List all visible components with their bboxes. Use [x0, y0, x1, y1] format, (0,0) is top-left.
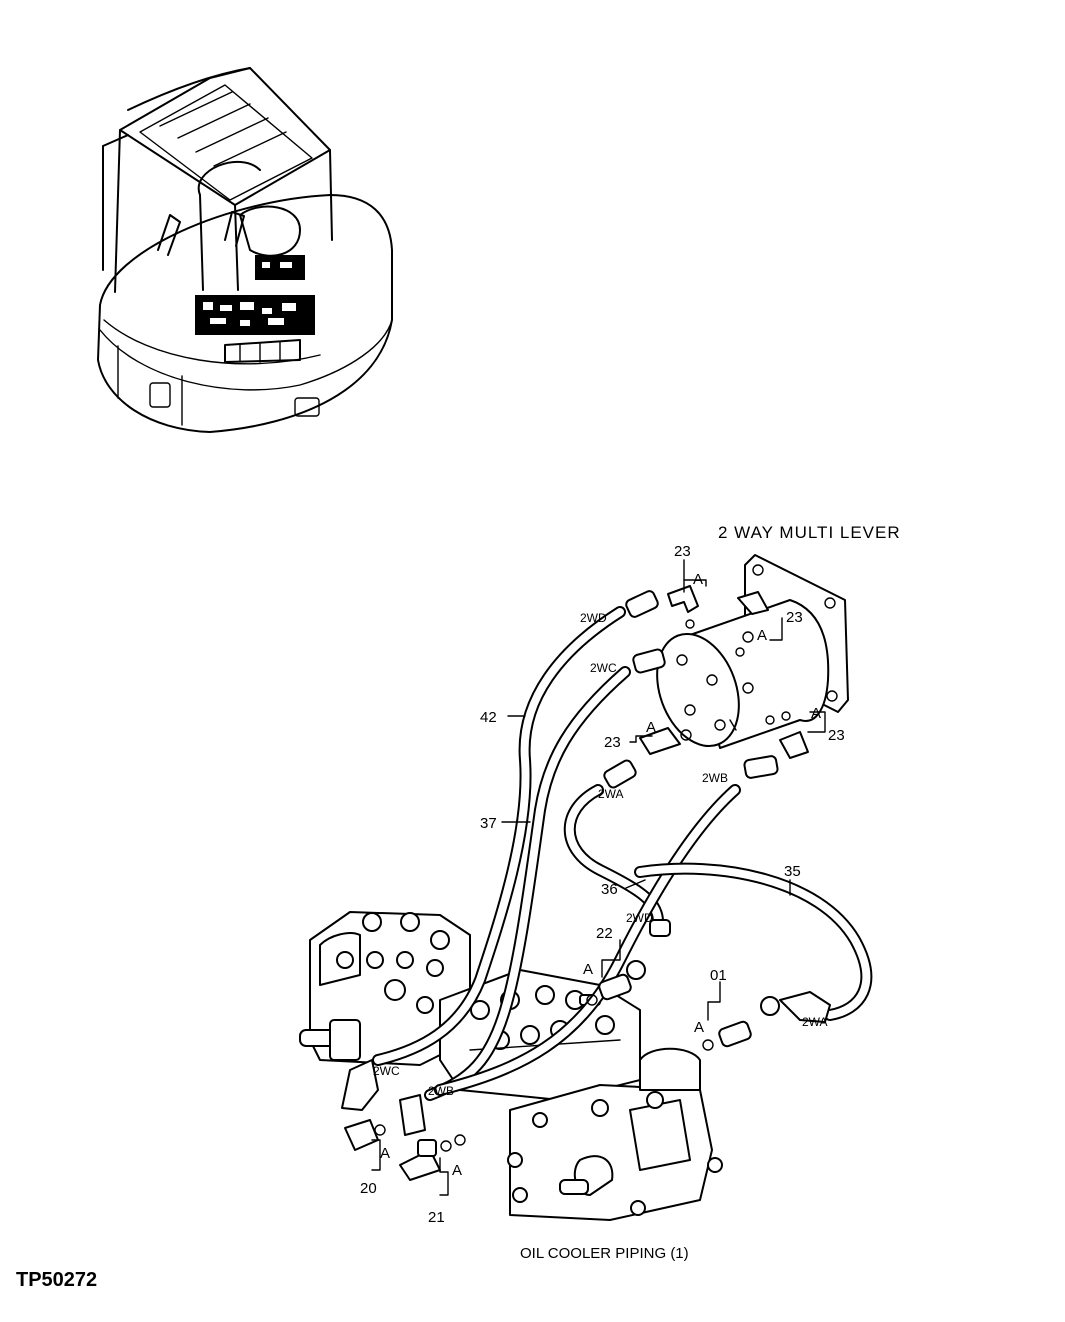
fittings — [341, 585, 831, 1181]
marker-a: A — [452, 1162, 462, 1179]
marker-a: A — [757, 627, 767, 644]
callout-23: 23 — [604, 734, 621, 751]
marker-a: A — [693, 571, 703, 588]
marker-a: A — [583, 961, 593, 978]
diagram-labels: 2 WAY MULTI LEVER 23 23 23 23 22 01 20 2… — [16, 523, 901, 1291]
port-label: 2WC — [590, 661, 617, 675]
callout-42: 42 — [480, 709, 497, 726]
valve-cluster-highlight — [195, 255, 315, 363]
callout-37: 37 — [480, 815, 497, 832]
caption: OIL COOLER PIPING (1) — [520, 1245, 689, 1262]
marker-a: A — [694, 1019, 704, 1036]
two-way-multi-lever-assembly — [656, 554, 849, 749]
callout-20: 20 — [360, 1180, 377, 1197]
excavator-overview-illustration — [97, 67, 393, 433]
marker-a: A — [380, 1145, 390, 1162]
callout-36: 36 — [601, 881, 618, 898]
title-label: 2 WAY MULTI LEVER — [718, 523, 901, 542]
port-label: 2WB — [702, 771, 728, 785]
port-label: 2WC — [373, 1064, 400, 1078]
port-label: 2WD — [626, 911, 653, 925]
port-label: 2WD — [580, 611, 607, 625]
callout-35: 35 — [784, 863, 801, 880]
marker-a: A — [811, 705, 821, 722]
leader-lines — [371, 559, 826, 1196]
callout-23: 23 — [828, 727, 845, 744]
port-label: 2WB — [428, 1084, 454, 1098]
callout-22: 22 — [596, 925, 613, 942]
port-label: 2WA — [802, 1015, 828, 1029]
port-label: 2WA — [598, 787, 624, 801]
callout-23: 23 — [786, 609, 803, 626]
callout-21: 21 — [428, 1209, 445, 1226]
figure-id: TP50272 — [16, 1269, 97, 1291]
marker-a: A — [646, 719, 656, 736]
callout-23: 23 — [674, 543, 691, 560]
callout-01: 01 — [710, 967, 727, 984]
